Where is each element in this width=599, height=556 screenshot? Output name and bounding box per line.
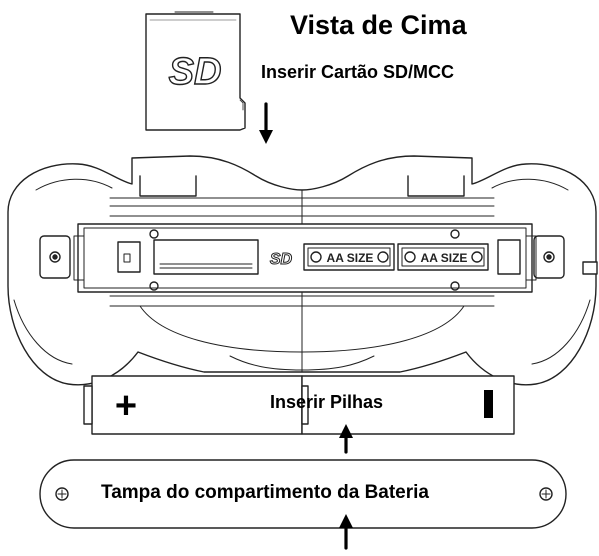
- bottom-curves: [109, 295, 495, 371]
- compartment-sd-logo: SD: [270, 251, 293, 268]
- arrow-up-icon: [339, 514, 353, 550]
- cover-label: Tampa do compartimento da Bateria: [101, 482, 429, 503]
- side-ports: [39, 235, 598, 279]
- arrow-down-icon: [259, 102, 273, 144]
- sd-slot: [117, 239, 259, 275]
- screw-icon: [149, 229, 460, 291]
- batteries-instruction: Inserir Pilhas: [270, 392, 384, 412]
- aa-slots: [303, 239, 521, 275]
- minus-terminal-icon: [484, 390, 493, 418]
- arrow-up-icon: [339, 424, 353, 454]
- aa-slot-label-1: AA SIZE: [327, 251, 374, 265]
- page-title: Vista de Cima: [290, 10, 467, 40]
- aa-slot-label-2: AA SIZE: [421, 251, 468, 265]
- sd-card-logo: SD: [169, 51, 222, 93]
- battery-cover: [39, 459, 567, 529]
- sd-card-instruction: Inserir Cartão SD/MCC: [261, 62, 455, 82]
- plus-terminal-icon: +: [115, 385, 137, 427]
- top-ridge: [109, 175, 495, 373]
- batteries: [83, 375, 515, 435]
- sd-card: [145, 11, 246, 131]
